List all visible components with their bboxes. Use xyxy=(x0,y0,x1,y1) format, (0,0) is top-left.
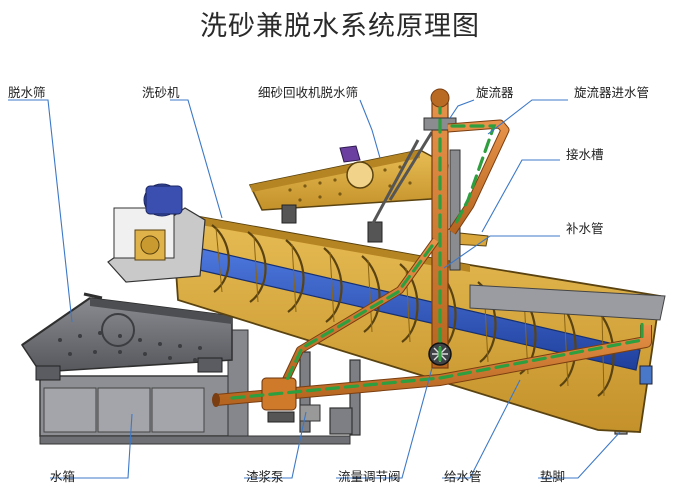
label-makeup-pipe: 补水管 xyxy=(566,221,604,236)
dewatering-screen xyxy=(20,292,233,381)
label-sand-washer: 洗砂机 xyxy=(142,85,180,100)
label-supply-pipe: 给水管 xyxy=(444,469,482,484)
label-hydrocyclone: 旋流器 xyxy=(476,85,514,100)
label-hydrocyclone-inlet-pipe: 旋流器进水管 xyxy=(574,85,650,100)
label-flow-valve: 流量调节阀 xyxy=(338,469,401,484)
flow-arrows xyxy=(230,106,644,400)
leader-lines xyxy=(8,99,621,479)
label-slurry-pump: 渣浆泵 xyxy=(246,469,284,484)
label-dewatering-screen: 脱水筛 xyxy=(8,85,46,100)
label-water-tank: 水箱 xyxy=(50,469,76,484)
drive-motor xyxy=(107,183,206,283)
slurry-pump xyxy=(261,377,321,423)
label-fine-sand-recovery-screen: 细砂回收机脱水筛 xyxy=(258,85,359,100)
label-foot-pad: 垫脚 xyxy=(540,469,566,484)
diagram-title: 洗砂兼脱水系统原理图 xyxy=(200,11,480,42)
sand-washer xyxy=(171,210,666,433)
label-water-trough: 接水槽 xyxy=(566,147,604,162)
fine-sand-recovery-screen xyxy=(248,131,449,243)
water-tank xyxy=(39,329,351,445)
